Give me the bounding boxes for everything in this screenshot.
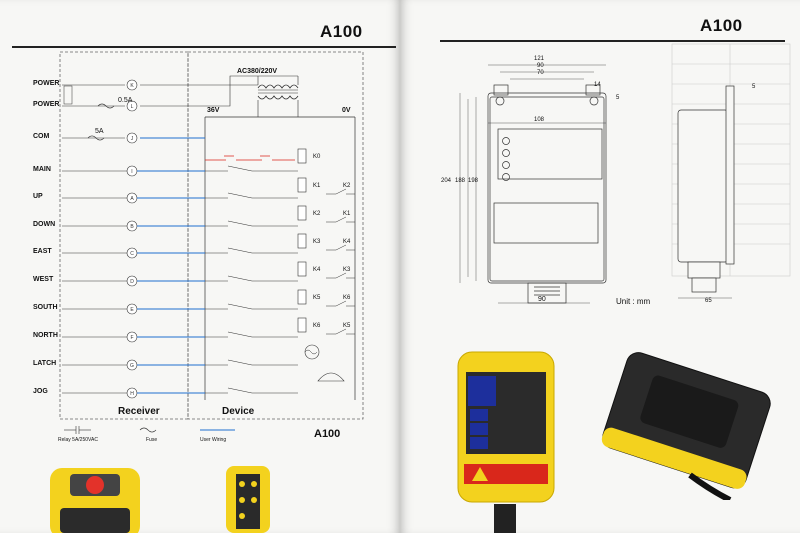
- horn-symbol: [317, 372, 345, 382]
- relay-coil-label: K1: [313, 183, 321, 189]
- terminal-circle: [126, 100, 138, 112]
- input-label: POWER: [33, 101, 60, 108]
- relay-coil: [297, 233, 307, 249]
- terminal-letter: F: [130, 335, 133, 341]
- terminal-letter: I: [131, 169, 132, 175]
- right-page-title: A100: [700, 16, 743, 35]
- v0-label: 0V: [342, 107, 351, 114]
- terminal-letter: J: [131, 136, 134, 142]
- input-label: UP: [33, 193, 43, 200]
- legend-relay: Relay 5A/250VAC: [58, 437, 98, 443]
- unit-label: Unit : mm: [616, 297, 651, 306]
- legend-symbols: [64, 426, 235, 434]
- left-page-title: A100: [320, 22, 363, 41]
- relay-contact-label: K2: [343, 183, 351, 189]
- relay-coil: [297, 148, 307, 164]
- dim-14: 14: [594, 82, 601, 88]
- terminal-circle: [126, 79, 138, 91]
- input-label: WEST: [33, 276, 54, 283]
- dim-204: 204: [441, 178, 452, 184]
- dim-5: 5: [616, 95, 620, 101]
- controller-photo-2: [222, 460, 274, 533]
- relay-coil: [297, 177, 307, 193]
- terminal-letter: G: [130, 363, 134, 369]
- relay-contact-label: K4: [343, 239, 351, 245]
- dim-side-5: 5: [752, 84, 756, 90]
- relay-contact-label: K5: [343, 323, 351, 329]
- terminal-letter: B: [130, 224, 134, 230]
- relay-contact-label: K1: [343, 211, 351, 217]
- right-header-rule: [440, 40, 785, 42]
- receiver-label: Receiver: [118, 406, 160, 417]
- relay-coil-label: K4: [313, 267, 321, 273]
- relay-coil: [297, 261, 307, 277]
- relay-coil-label: K2: [313, 211, 321, 217]
- terminal-letter: K: [130, 83, 134, 89]
- dim-90-bottom: 90: [538, 296, 546, 303]
- input-label: SOUTH: [33, 304, 58, 311]
- fuse-main-label: 0.5A: [118, 97, 133, 104]
- right-page: A100: [400, 0, 800, 533]
- relay-coil-label: K0: [313, 154, 321, 160]
- left-header-rule: [12, 46, 396, 48]
- input-label: JOG: [33, 388, 48, 395]
- relay-coil: [297, 317, 307, 333]
- terminal-letter: E: [130, 307, 134, 313]
- input-label: POWER: [33, 80, 60, 87]
- left-page: A100 K L J I A B C: [0, 0, 400, 533]
- terminal-letter: H: [130, 391, 134, 397]
- input-label: MAIN: [33, 166, 51, 173]
- dim-65: 65: [705, 298, 712, 304]
- terminal-circle: [126, 132, 138, 144]
- remote-back-photo: [580, 350, 790, 503]
- relay-coil: [297, 289, 307, 305]
- dim-70: 70: [537, 70, 544, 76]
- legend-wiring: User Wiring: [200, 437, 227, 443]
- terminal-letter: L: [131, 104, 134, 110]
- v36-label: 36V: [207, 107, 220, 114]
- input-label: EAST: [33, 248, 52, 255]
- relay-coil-label: K6: [313, 323, 321, 329]
- fuse-com-label: 5A: [95, 128, 104, 135]
- controller-photo-1: [40, 460, 150, 533]
- remote-front-photo: [450, 346, 560, 533]
- relay-coil: [297, 205, 307, 221]
- relay-coil-label: K5: [313, 295, 321, 301]
- input-label: LATCH: [33, 360, 57, 367]
- dim-121: 121: [534, 56, 545, 62]
- legend-fuse: Fuse: [146, 437, 158, 443]
- side-view-drawing: [677, 85, 735, 299]
- front-view-drawing: [459, 64, 607, 304]
- left-footer-title: A100: [314, 428, 341, 440]
- input-label: DOWN: [33, 221, 56, 228]
- dim-188: 188: [455, 178, 466, 184]
- input-label: NORTH: [33, 332, 58, 339]
- relay-contact-label: K3: [343, 267, 351, 273]
- device-box: [187, 51, 364, 420]
- dim-108: 108: [534, 117, 545, 123]
- input-rows: K L J I A B C D E F G H: [62, 79, 298, 399]
- terminal-letter: C: [130, 251, 134, 257]
- relay-contact-label: K6: [343, 295, 351, 301]
- terminal-letter: D: [130, 279, 134, 285]
- input-label: COM: [33, 133, 50, 140]
- dim-198: 198: [468, 178, 479, 184]
- terminal-letter: A: [130, 196, 134, 202]
- dim-90-top: 90: [537, 63, 544, 69]
- supply-label: AC380/220V: [237, 68, 278, 75]
- relay-coil-label: K3: [313, 239, 321, 245]
- device-label: Device: [222, 406, 255, 417]
- transformer-symbol: [257, 76, 299, 117]
- receiver-box: [59, 51, 189, 420]
